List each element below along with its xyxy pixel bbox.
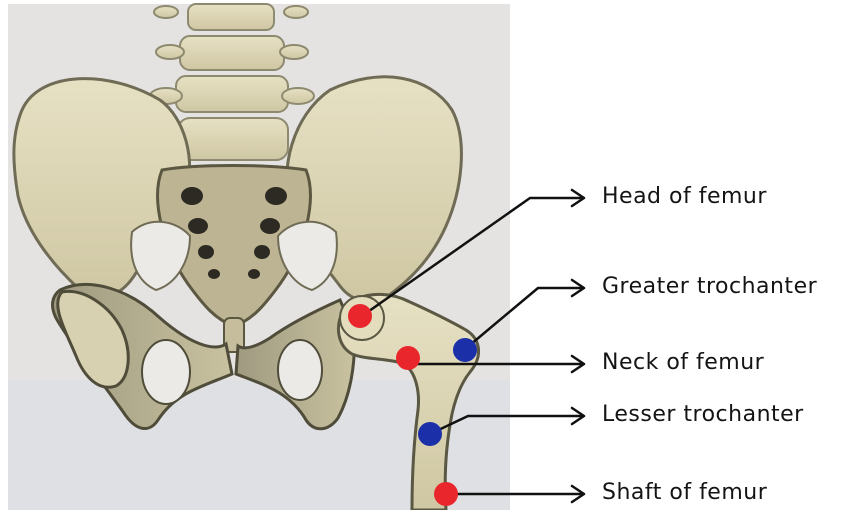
right-obturator-foramen: [278, 340, 322, 400]
lesser-trochanter-label: Lesser trochanter: [602, 402, 804, 427]
neck-of-femur-label: Neck of femur: [602, 350, 764, 375]
left-obturator-foramen: [142, 340, 190, 404]
shaft-of-femur-label: Shaft of femur: [602, 480, 767, 505]
head-of-femur-label: Head of femur: [602, 184, 767, 209]
lesser-trochanter-marker: [418, 422, 442, 446]
greater-trochanter-label: Greater trochanter: [602, 274, 817, 299]
greater-trochanter-marker: [453, 338, 477, 362]
shaft-of-femur-marker: [434, 482, 458, 506]
head-of-femur-marker: [348, 304, 372, 328]
neck-of-femur-marker: [396, 346, 420, 370]
